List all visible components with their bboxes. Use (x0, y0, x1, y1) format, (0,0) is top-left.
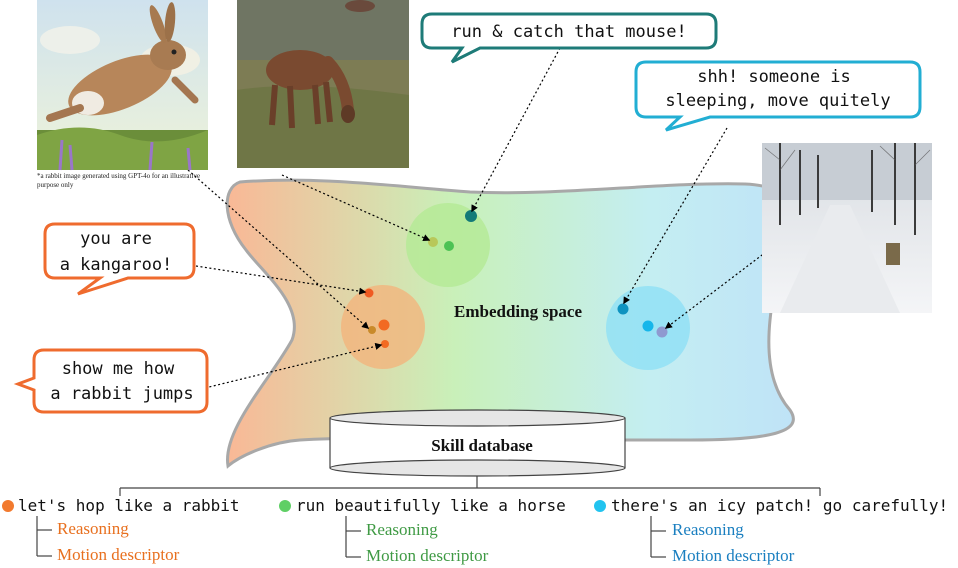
skill-ice-reasoning: Reasoning (672, 520, 744, 539)
skill-horse-reasoning: Reasoning (366, 520, 438, 539)
bubble-kangaroo-line-2: a kangaroo! (60, 255, 173, 275)
skill-dot-ice (594, 500, 606, 512)
point-mouse (465, 210, 477, 222)
skill-rabbit-reasoning: Reasoning (57, 519, 129, 538)
embedding-space-label: Embedding space (454, 302, 582, 321)
arrow-kangaroo (195, 265, 367, 295)
skill-database: Skill database (329, 409, 626, 477)
bubble-sleeping-line-1: shh! someone is (697, 67, 851, 87)
skill-label-rabbit: let's hop like a rabbit (18, 496, 240, 515)
rabbit-photo (37, 0, 208, 171)
skill-ice-motion: Motion descriptor (672, 546, 795, 565)
bubble-mouse-line-1: run & catch that mouse! (451, 22, 686, 42)
skill-horse-motion: Motion descriptor (366, 546, 489, 565)
horse-illustration (237, 0, 409, 168)
point-kangaroo (364, 288, 374, 298)
point-horse-image (428, 237, 438, 247)
bubble-mouse: run & catch that mouse! (420, 12, 718, 64)
point-sleeping (617, 303, 629, 315)
arrow-rabbit-jump (204, 342, 383, 389)
skill-label-horse: run beautifully like a horse (296, 496, 566, 515)
arrow-snow-image (664, 251, 767, 329)
bubble-kangaroo-line-1: you are (80, 229, 152, 249)
skill-dot-horse (279, 500, 291, 512)
skill-database-label: Skill database (431, 436, 533, 455)
snowy-path-photo (762, 143, 932, 313)
point-rabbit-jump (381, 340, 389, 348)
point-ice-main (642, 320, 654, 332)
arrow-rabbit-image (187, 169, 370, 329)
embedding-space-region (225, 178, 795, 469)
bubble-rabbit-jump: show me how a rabbit jumps (13, 348, 209, 414)
bubble-sleeping-line-2: sleeping, move quitely (665, 91, 890, 111)
skill-label-ice: there's an icy patch! go carefully! (611, 496, 949, 515)
point-horse-main (444, 241, 454, 251)
bubble-kangaroo: you are a kangaroo! (43, 222, 196, 296)
point-rabbit-main (378, 319, 390, 331)
skill-tree-lines (36, 476, 821, 558)
skill-dot-rabbit (2, 500, 14, 512)
bubble-rabbit-jump-line-2: a rabbit jumps (50, 384, 193, 404)
bubble-rabbit-jump-line-1: show me how (62, 359, 175, 379)
arrow-mouse (471, 47, 561, 213)
point-snow-image (656, 326, 668, 338)
point-rabbit-image (368, 326, 376, 334)
skill-rabbit-motion: Motion descriptor (57, 545, 180, 564)
bubble-sleeping: shh! someone is sleeping, move quitely (634, 60, 922, 132)
rabbit-image-note: *a rabbit image generated using GPT-4o f… (37, 172, 201, 189)
